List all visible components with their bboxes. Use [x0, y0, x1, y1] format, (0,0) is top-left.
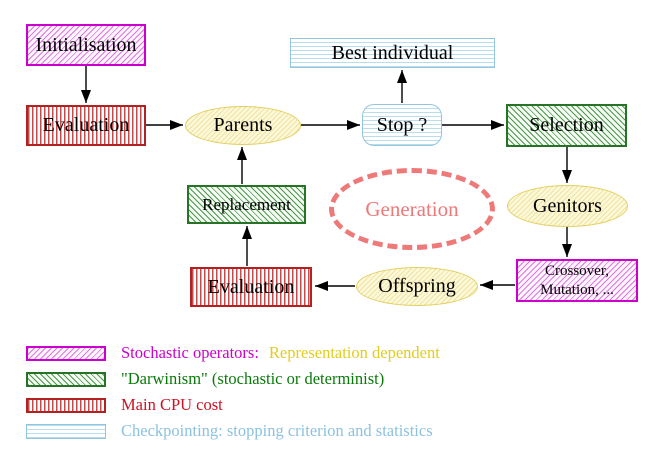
generation-loop-ellipse: Generation: [329, 168, 495, 250]
node-parents: Parents: [185, 106, 301, 145]
legend-label-checkpointing: Checkpointing: stopping criterion and st…: [121, 421, 433, 440]
legend-swatch-red-stripes: [26, 397, 106, 413]
legend-row-darwinism: "Darwinism" (stochastic or determinist): [26, 369, 385, 388]
node-genitors: Genitors: [507, 185, 628, 227]
node-initialisation: Initialisation: [26, 24, 146, 66]
legend-label-representation-dependent: Representation dependent: [268, 343, 440, 362]
legend-label-main-cpu-cost: Main CPU cost: [121, 395, 223, 414]
crossover-line1: Crossover,: [545, 262, 609, 279]
legend-row-main-cpu-cost: Main CPU cost: [26, 395, 223, 414]
node-best-individual: Best individual: [290, 38, 495, 68]
node-evaluation-bottom: Evaluation: [190, 267, 312, 307]
node-evaluation-top: Evaluation: [26, 105, 146, 146]
arrows-layer: [81, 66, 572, 291]
node-replacement: Replacement: [187, 185, 306, 224]
legend-row-stochastic-operators: Stochastic operators: Representation dep…: [26, 343, 440, 362]
legend-label-stochastic-operators: Stochastic operators:: [121, 343, 259, 362]
legend-label-darwinism: "Darwinism" (stochastic or determinist): [121, 369, 385, 388]
node-stop: Stop ?: [362, 104, 442, 146]
legend-swatch-cyan-stripes: [26, 423, 106, 439]
node-crossover-mutation: Crossover, Mutation, ...: [516, 259, 638, 302]
crossover-line2: Mutation, ...: [540, 281, 614, 298]
legend-swatch-green-hatch: [26, 371, 106, 387]
legend-row-checkpointing: Checkpointing: stopping criterion and st…: [26, 421, 433, 440]
node-selection: Selection: [506, 104, 627, 147]
legend-swatch-magenta-hatch: [26, 345, 106, 361]
node-offspring: Offspring: [356, 267, 478, 306]
